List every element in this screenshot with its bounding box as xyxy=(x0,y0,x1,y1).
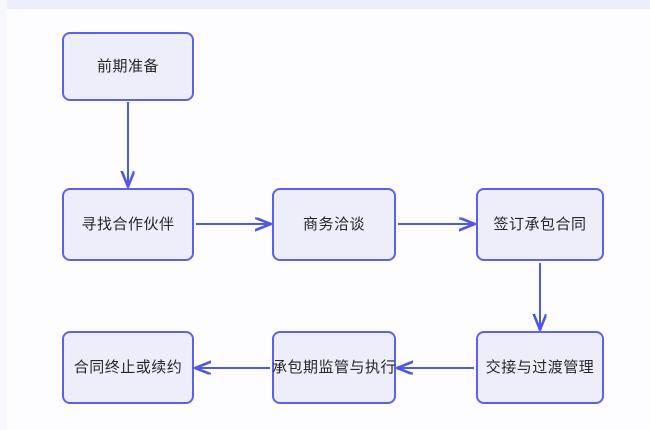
left-edge-band xyxy=(0,0,7,430)
top-edge-band xyxy=(0,0,650,9)
flow-node-label: 交接与过渡管理 xyxy=(485,358,595,376)
flow-node-label: 签订承包合同 xyxy=(493,215,587,233)
flow-node-n7[interactable]: 合同终止或续约 xyxy=(62,331,194,404)
flow-node-label: 寻找合作伙伴 xyxy=(81,215,175,233)
flow-node-n3[interactable]: 商务洽谈 xyxy=(272,188,396,261)
flow-node-label: 承包期监管与执行 xyxy=(272,358,397,376)
flow-node-n6[interactable]: 承包期监管与执行 xyxy=(272,331,396,404)
flow-node-label: 前期准备 xyxy=(96,57,159,75)
flow-node-n4[interactable]: 签订承包合同 xyxy=(476,188,604,261)
flow-node-n5[interactable]: 交接与过渡管理 xyxy=(476,331,604,404)
flow-node-label: 商务洽谈 xyxy=(302,215,365,233)
flow-node-n2[interactable]: 寻找合作伙伴 xyxy=(62,188,194,261)
flow-node-n1[interactable]: 前期准备 xyxy=(62,32,194,101)
flow-node-label: 合同终止或续约 xyxy=(73,358,183,376)
